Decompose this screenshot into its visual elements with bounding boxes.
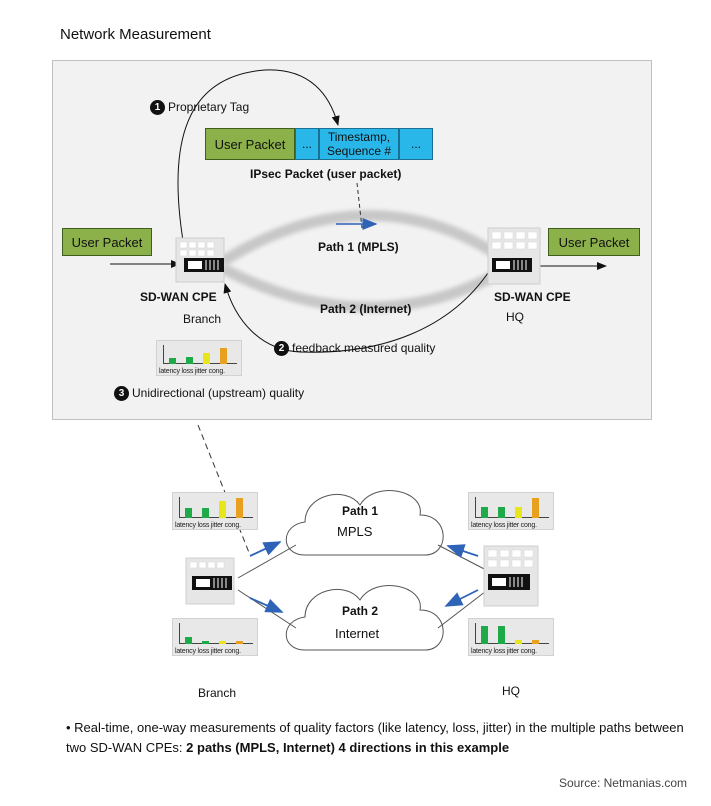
jitter-bar (515, 507, 522, 518)
zoom-dashed-link (197, 424, 251, 556)
hq-to-path2-arrow (444, 589, 479, 607)
site-label-hq-top: HQ (506, 310, 524, 324)
cpe-label-branch: SD-WAN CPE (140, 290, 217, 304)
latency-bar (169, 358, 176, 364)
packet-dashed-link (356, 182, 363, 229)
congestion-bar (532, 640, 539, 644)
user-packet-hq: User Packet (548, 228, 640, 256)
site-label-branch-top: Branch (183, 312, 222, 326)
path1-label: Path 1 (MPLS) (318, 240, 399, 254)
quality-chart-hq-path1: latency loss jitter cong. (468, 492, 554, 530)
ipsec-cell-user-packet: User Packet (205, 128, 295, 160)
latency-bar (481, 507, 488, 518)
loss-bar (498, 626, 505, 644)
loss-bar (498, 507, 505, 518)
ipsec-packet: User Packet ... Timestamp, Sequence # ..… (205, 128, 433, 160)
latency-bar (481, 626, 488, 644)
branch-to-path1-arrow (249, 541, 282, 557)
cloud2-subtitle: Internet (335, 626, 380, 641)
branch-to-path2-arrow (249, 597, 284, 613)
quality-chart-caption: latency loss jitter cong. (175, 522, 241, 529)
ipsec-cell-ellipsis-1: ... (295, 128, 319, 160)
path2-label: Path 2 (Internet) (320, 302, 412, 316)
jitter-bar (219, 641, 226, 644)
congestion-bar (236, 641, 243, 644)
step2-number: 2 (274, 341, 289, 357)
ipsec-cell-timestamp: Timestamp, Sequence # (319, 128, 399, 160)
hq-to-path1-arrow (446, 544, 479, 558)
step1-text: Proprietary Tag (168, 100, 250, 114)
congestion-bar (220, 348, 227, 364)
ipsec-packet-caption: IPsec Packet (user packet) (250, 167, 402, 181)
cloud1-subtitle: MPLS (337, 524, 373, 539)
site-label-branch-bottom: Branch (198, 686, 237, 700)
quality-chart-branch-path1: latency loss jitter cong. (172, 492, 258, 530)
source-credit: Source: Netmanias.com (558, 776, 687, 790)
site-label-hq-bottom: HQ (502, 684, 520, 698)
cloud2-title: Path 2 (342, 604, 379, 618)
jitter-bar (515, 640, 522, 644)
congestion-bar (532, 498, 539, 518)
hq-building-top (487, 227, 541, 285)
summary-text: • Real-time, one-way measurements of qua… (66, 720, 684, 755)
path1-tunnel (219, 210, 512, 267)
congestion-bar (236, 498, 243, 518)
loss-bar (202, 641, 209, 644)
step2-text: feedback measured quality (292, 341, 436, 355)
cloud-path2 (285, 585, 444, 651)
quality-chart-caption: latency loss jitter cong. (471, 648, 537, 655)
hq-building-bottom (483, 545, 539, 607)
quality-chart-caption: latency loss jitter cong. (159, 368, 225, 375)
quality-chart-branch-path2: latency loss jitter cong. (172, 618, 258, 656)
jitter-bar (219, 501, 226, 518)
jitter-bar (203, 353, 210, 364)
quality-chart-caption: latency loss jitter cong. (175, 648, 241, 655)
quality-chart-example: latency loss jitter cong. (156, 340, 242, 376)
ipsec-cell-ellipsis-2: ... (399, 128, 433, 160)
loss-bar (186, 357, 193, 364)
path2-tunnel (219, 263, 511, 313)
branch-building-bottom (185, 557, 235, 605)
summary-bold: 2 paths (MPLS, Internet) 4 directions in… (186, 740, 510, 755)
cloud1-title: Path 1 (342, 504, 379, 518)
latency-bar (185, 637, 192, 644)
cpe-label-hq: SD-WAN CPE (494, 290, 571, 304)
step3-text: Unidirectional (upstream) quality (132, 386, 305, 400)
step1-number: 1 (150, 100, 165, 116)
step3-number: 3 (114, 386, 129, 402)
page-title: Network Measurement (60, 26, 211, 43)
cloud-path1 (285, 490, 444, 556)
proprietary-tag-arrow (177, 69, 340, 259)
quality-chart-hq-path2: latency loss jitter cong. (468, 618, 554, 656)
feedback-arrow (223, 269, 491, 353)
summary-bullet: • Real-time, one-way measurements of qua… (66, 718, 686, 758)
latency-bar (185, 508, 192, 518)
loss-bar (202, 508, 209, 518)
quality-chart-caption: latency loss jitter cong. (471, 522, 537, 529)
branch-building-top (175, 237, 225, 283)
user-packet-branch: User Packet (62, 228, 152, 256)
